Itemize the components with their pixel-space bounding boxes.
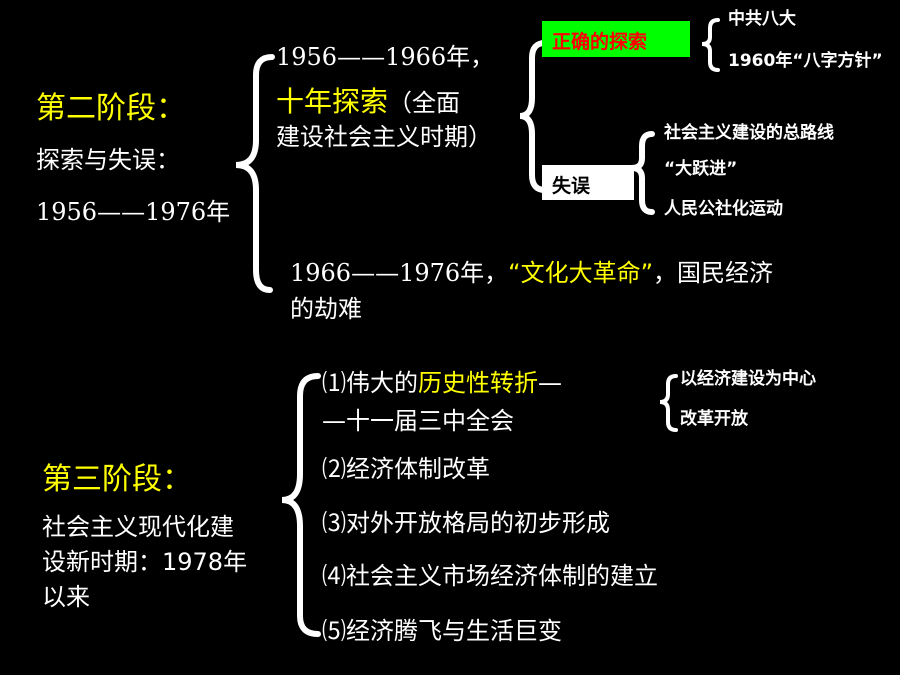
brace-stage3 [281, 373, 321, 637]
point-1-highlight: 历史性转折 [418, 369, 538, 397]
point-1-dash: — [538, 369, 562, 397]
turning-item-1: 以经济建设为中心 [680, 369, 816, 389]
decade-desc2: 建设社会主义时期） [276, 123, 492, 151]
stage2-years: 1956——1976年 [36, 198, 231, 226]
stage3-line1: 社会主义现代化建 [42, 513, 234, 541]
correct-item-2: 1960年“八字方针” [728, 51, 883, 71]
brace-correct [701, 18, 720, 72]
mistake-item-2: “大跃进” [664, 159, 738, 179]
mistake-box: 失误 [542, 165, 634, 200]
decade-years: 1956——1966年， [276, 43, 495, 71]
mistake-item-1: 社会主义建设的总路线 [664, 123, 834, 143]
stage3-line3: 以来 [42, 583, 90, 611]
mistake-item-3: 人民公社化运动 [664, 199, 783, 219]
stage2-subtitle: 探索与失误： [36, 146, 180, 174]
culture-highlight: “文化大革命” [508, 259, 654, 287]
stage3-line2: 设新时期：1978年 [42, 548, 248, 576]
brace-stage2 [235, 54, 275, 293]
culture-rest: ，国民经济 [653, 259, 774, 287]
point-5: ⑸经济腾飞与生活巨变 [322, 617, 562, 645]
culture-line1: 1966——1976年，“文化大革命”，国民经济 [290, 259, 774, 288]
correct-box: 正确的探索 [542, 21, 690, 57]
decade-desc1: （全面 [388, 89, 461, 117]
decade-line1: 十年探索（全面 [276, 85, 461, 118]
mistake-label: 失误 [552, 175, 591, 197]
point-1-prefix: ⑴伟大的 [322, 369, 418, 397]
culture-years: 1966——1976年， [290, 259, 509, 287]
point-4: ⑷社会主义市场经济体制的建立 [322, 562, 658, 590]
correct-item-1: 中共八大 [728, 9, 796, 29]
stage2-title: 第二阶段： [36, 91, 186, 126]
stage3-title: 第三阶段： [42, 462, 192, 497]
culture-line2: 的劫难 [290, 295, 362, 323]
decade-highlight: 十年探索 [276, 85, 389, 118]
point-1: ⑴伟大的历史性转折— [322, 369, 562, 398]
brace-decade [519, 40, 548, 193]
correct-label: 正确的探索 [552, 31, 648, 53]
point-1-line2: —十一届三中全会 [322, 407, 514, 435]
turning-item-2: 改革开放 [680, 409, 748, 429]
point-2: ⑵经济体制改革 [322, 455, 490, 483]
brace-turning [659, 374, 678, 432]
brace-mistake [631, 131, 655, 215]
point-3: ⑶对外开放格局的初步形成 [322, 509, 610, 537]
